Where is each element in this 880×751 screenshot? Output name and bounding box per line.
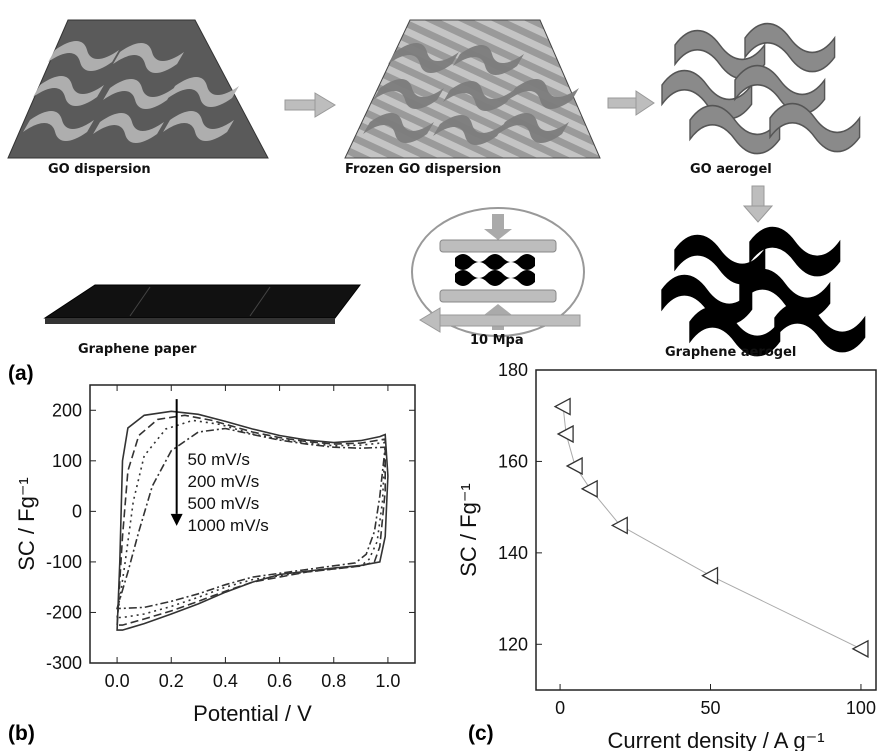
- x-tick-label: 50: [700, 698, 720, 718]
- data-point: [580, 479, 598, 498]
- panel-label-a: (a): [8, 362, 34, 385]
- legend-label: 1000 mV/s: [188, 516, 269, 535]
- data-point: [701, 566, 719, 585]
- cv-curve-4: [116, 427, 387, 610]
- arrow-left: [419, 307, 581, 333]
- arrow-right-1: [284, 92, 336, 118]
- x-tick-label: 0.4: [213, 671, 238, 691]
- graphene-aerogel-structure: [661, 226, 866, 357]
- caption-go-aerogel: GO aerogel: [690, 162, 772, 177]
- y-axis-label: SC / Fg⁻¹: [14, 477, 39, 571]
- arrow-down: [742, 185, 774, 223]
- cv-curve-3: [116, 419, 387, 619]
- y-tick-label: 200: [52, 400, 82, 420]
- legend-label: 500 mV/s: [188, 494, 260, 513]
- legend-label: 50 mV/s: [188, 450, 250, 469]
- caption-graphene-aerogel: Graphene aerogel: [665, 345, 797, 360]
- plot-frame: [89, 384, 416, 664]
- y-tick-label: 0: [72, 501, 82, 521]
- y-tick-label: -200: [46, 602, 82, 622]
- caption-go-dispersion: GO dispersion: [48, 162, 151, 177]
- panel-label-c: (c): [468, 722, 494, 745]
- cv-curve-2: [116, 414, 386, 626]
- data-point: [851, 639, 869, 658]
- caption-pressure: 10 Mpa: [470, 333, 524, 348]
- go-dispersion-sheet: [7, 19, 269, 159]
- panel-label-b: (b): [8, 722, 35, 745]
- x-tick-label: 0: [555, 698, 565, 718]
- y-axis-label: SC / Fg⁻¹: [456, 483, 481, 577]
- x-axis-label: Current density / A g⁻¹: [607, 728, 824, 751]
- y-tick-label: -300: [46, 653, 82, 673]
- rate-line: [562, 406, 862, 650]
- schematic-panel-a: [7, 19, 866, 357]
- y-tick-label: 120: [498, 634, 528, 654]
- cv-curve-1: [116, 410, 389, 631]
- y-tick-label: 100: [52, 451, 82, 471]
- graphene-paper-sheet: [43, 284, 362, 324]
- x-tick-label: 0.6: [267, 671, 292, 691]
- arrow-right-2: [607, 90, 655, 116]
- compression-press: [411, 207, 585, 337]
- data-point: [610, 516, 628, 535]
- y-tick-label: 160: [498, 451, 528, 471]
- caption-frozen-dispersion: Frozen GO dispersion: [345, 162, 502, 177]
- x-tick-label: 0.2: [159, 671, 184, 691]
- y-tick-label: 180: [498, 360, 528, 380]
- go-aerogel-structure: [661, 22, 861, 155]
- data-point: [565, 456, 583, 476]
- cv-chart: 0.0 0.2 0.4 0.6 0.8 1.0 -300 -200 -100 0 100 200Pot…: [14, 384, 416, 726]
- data-point: [556, 424, 574, 444]
- x-tick-label: 1.0: [375, 671, 400, 691]
- scan-rate-arrowhead: [170, 513, 183, 526]
- caption-graphene-paper: Graphene paper: [78, 342, 197, 357]
- x-tick-label: 100: [846, 698, 876, 718]
- x-tick-label: 0.8: [321, 671, 346, 691]
- x-axis-label: Potential / V: [193, 701, 312, 726]
- x-tick-label: 0.0: [105, 671, 130, 691]
- plot-frame: [535, 369, 877, 691]
- frozen-dispersion-sheet: [344, 19, 601, 159]
- legend-label: 200 mV/s: [188, 472, 260, 491]
- y-tick-label: -100: [46, 552, 82, 572]
- data-point: [553, 397, 571, 416]
- y-tick-label: 140: [498, 543, 528, 563]
